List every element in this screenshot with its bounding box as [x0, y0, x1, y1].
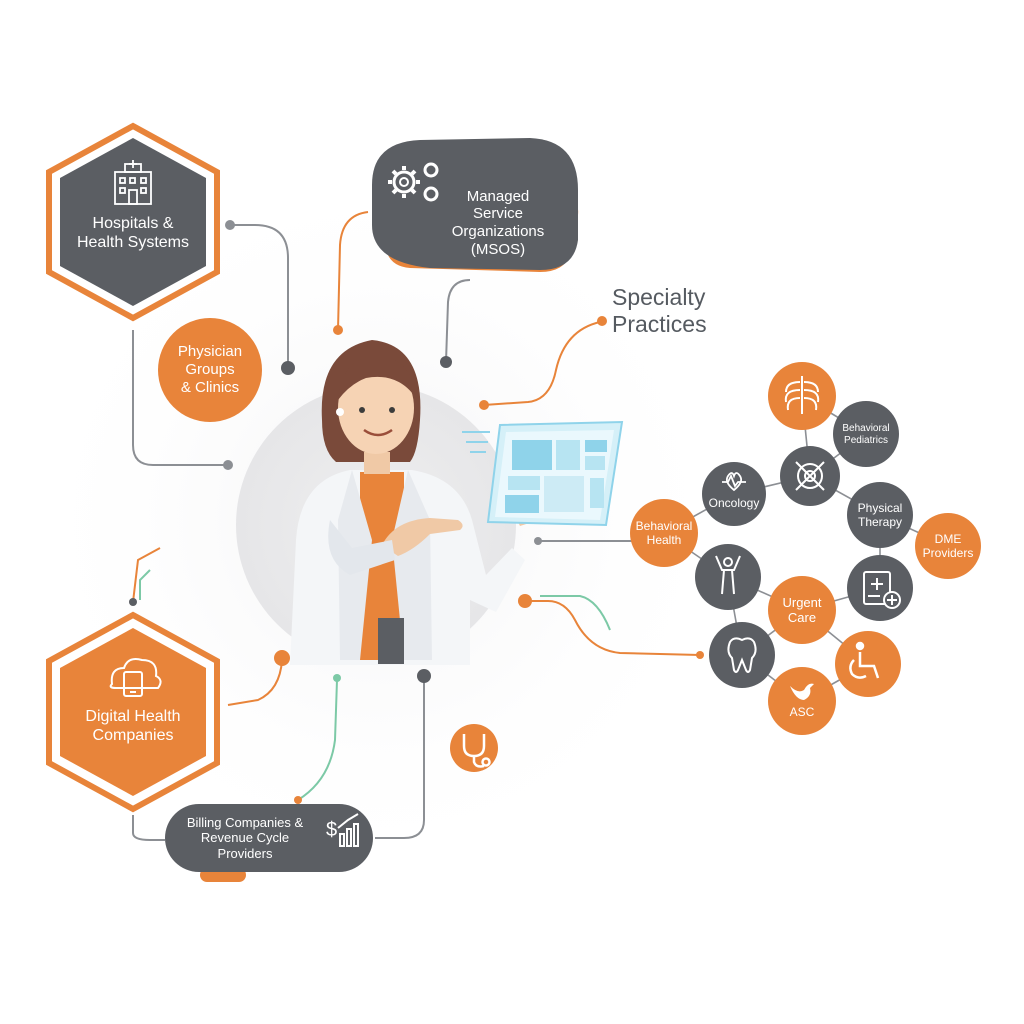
oncology-node [702, 462, 766, 526]
gears-icon [388, 162, 439, 202]
tooth-icon [727, 637, 757, 673]
billing-node: $ [165, 804, 373, 882]
brain-target-icon [795, 461, 825, 491]
urgent-care-node [768, 576, 836, 644]
accessibility-node [835, 631, 901, 697]
connector-dots [129, 220, 704, 804]
dollar-chart-icon: $ [326, 813, 359, 847]
person-arms-up-icon [715, 555, 741, 595]
medical-chart-icon [863, 571, 901, 609]
behavioral-pediatrics-node [833, 401, 899, 467]
bird-icon [790, 683, 814, 700]
cloud-device-icon [109, 658, 162, 697]
wheelchair-icon [849, 641, 880, 679]
specialty-network-nodes [630, 362, 981, 735]
dme-providers-node [915, 513, 981, 579]
physician-node [158, 318, 262, 422]
behavioral-health-node [630, 499, 698, 567]
tablet-device-icon [462, 420, 624, 527]
connector-lines [132, 211, 701, 841]
mso-node [372, 138, 579, 272]
svg-text:$: $ [326, 819, 337, 841]
heart-monitor-icon [722, 472, 746, 492]
ribcage-icon [784, 376, 820, 414]
fitness-node [695, 544, 761, 610]
doctor-illustration [236, 340, 556, 665]
medical-records-node [847, 555, 913, 621]
hospital-building-icon [114, 160, 152, 205]
dental-node [709, 622, 775, 688]
asc-node [768, 667, 836, 735]
stethoscope-node [450, 724, 498, 772]
digital-health-node [46, 611, 220, 813]
stethoscope-icon [462, 734, 491, 768]
physical-therapy-node [847, 482, 913, 548]
hospitals-node [46, 122, 220, 322]
